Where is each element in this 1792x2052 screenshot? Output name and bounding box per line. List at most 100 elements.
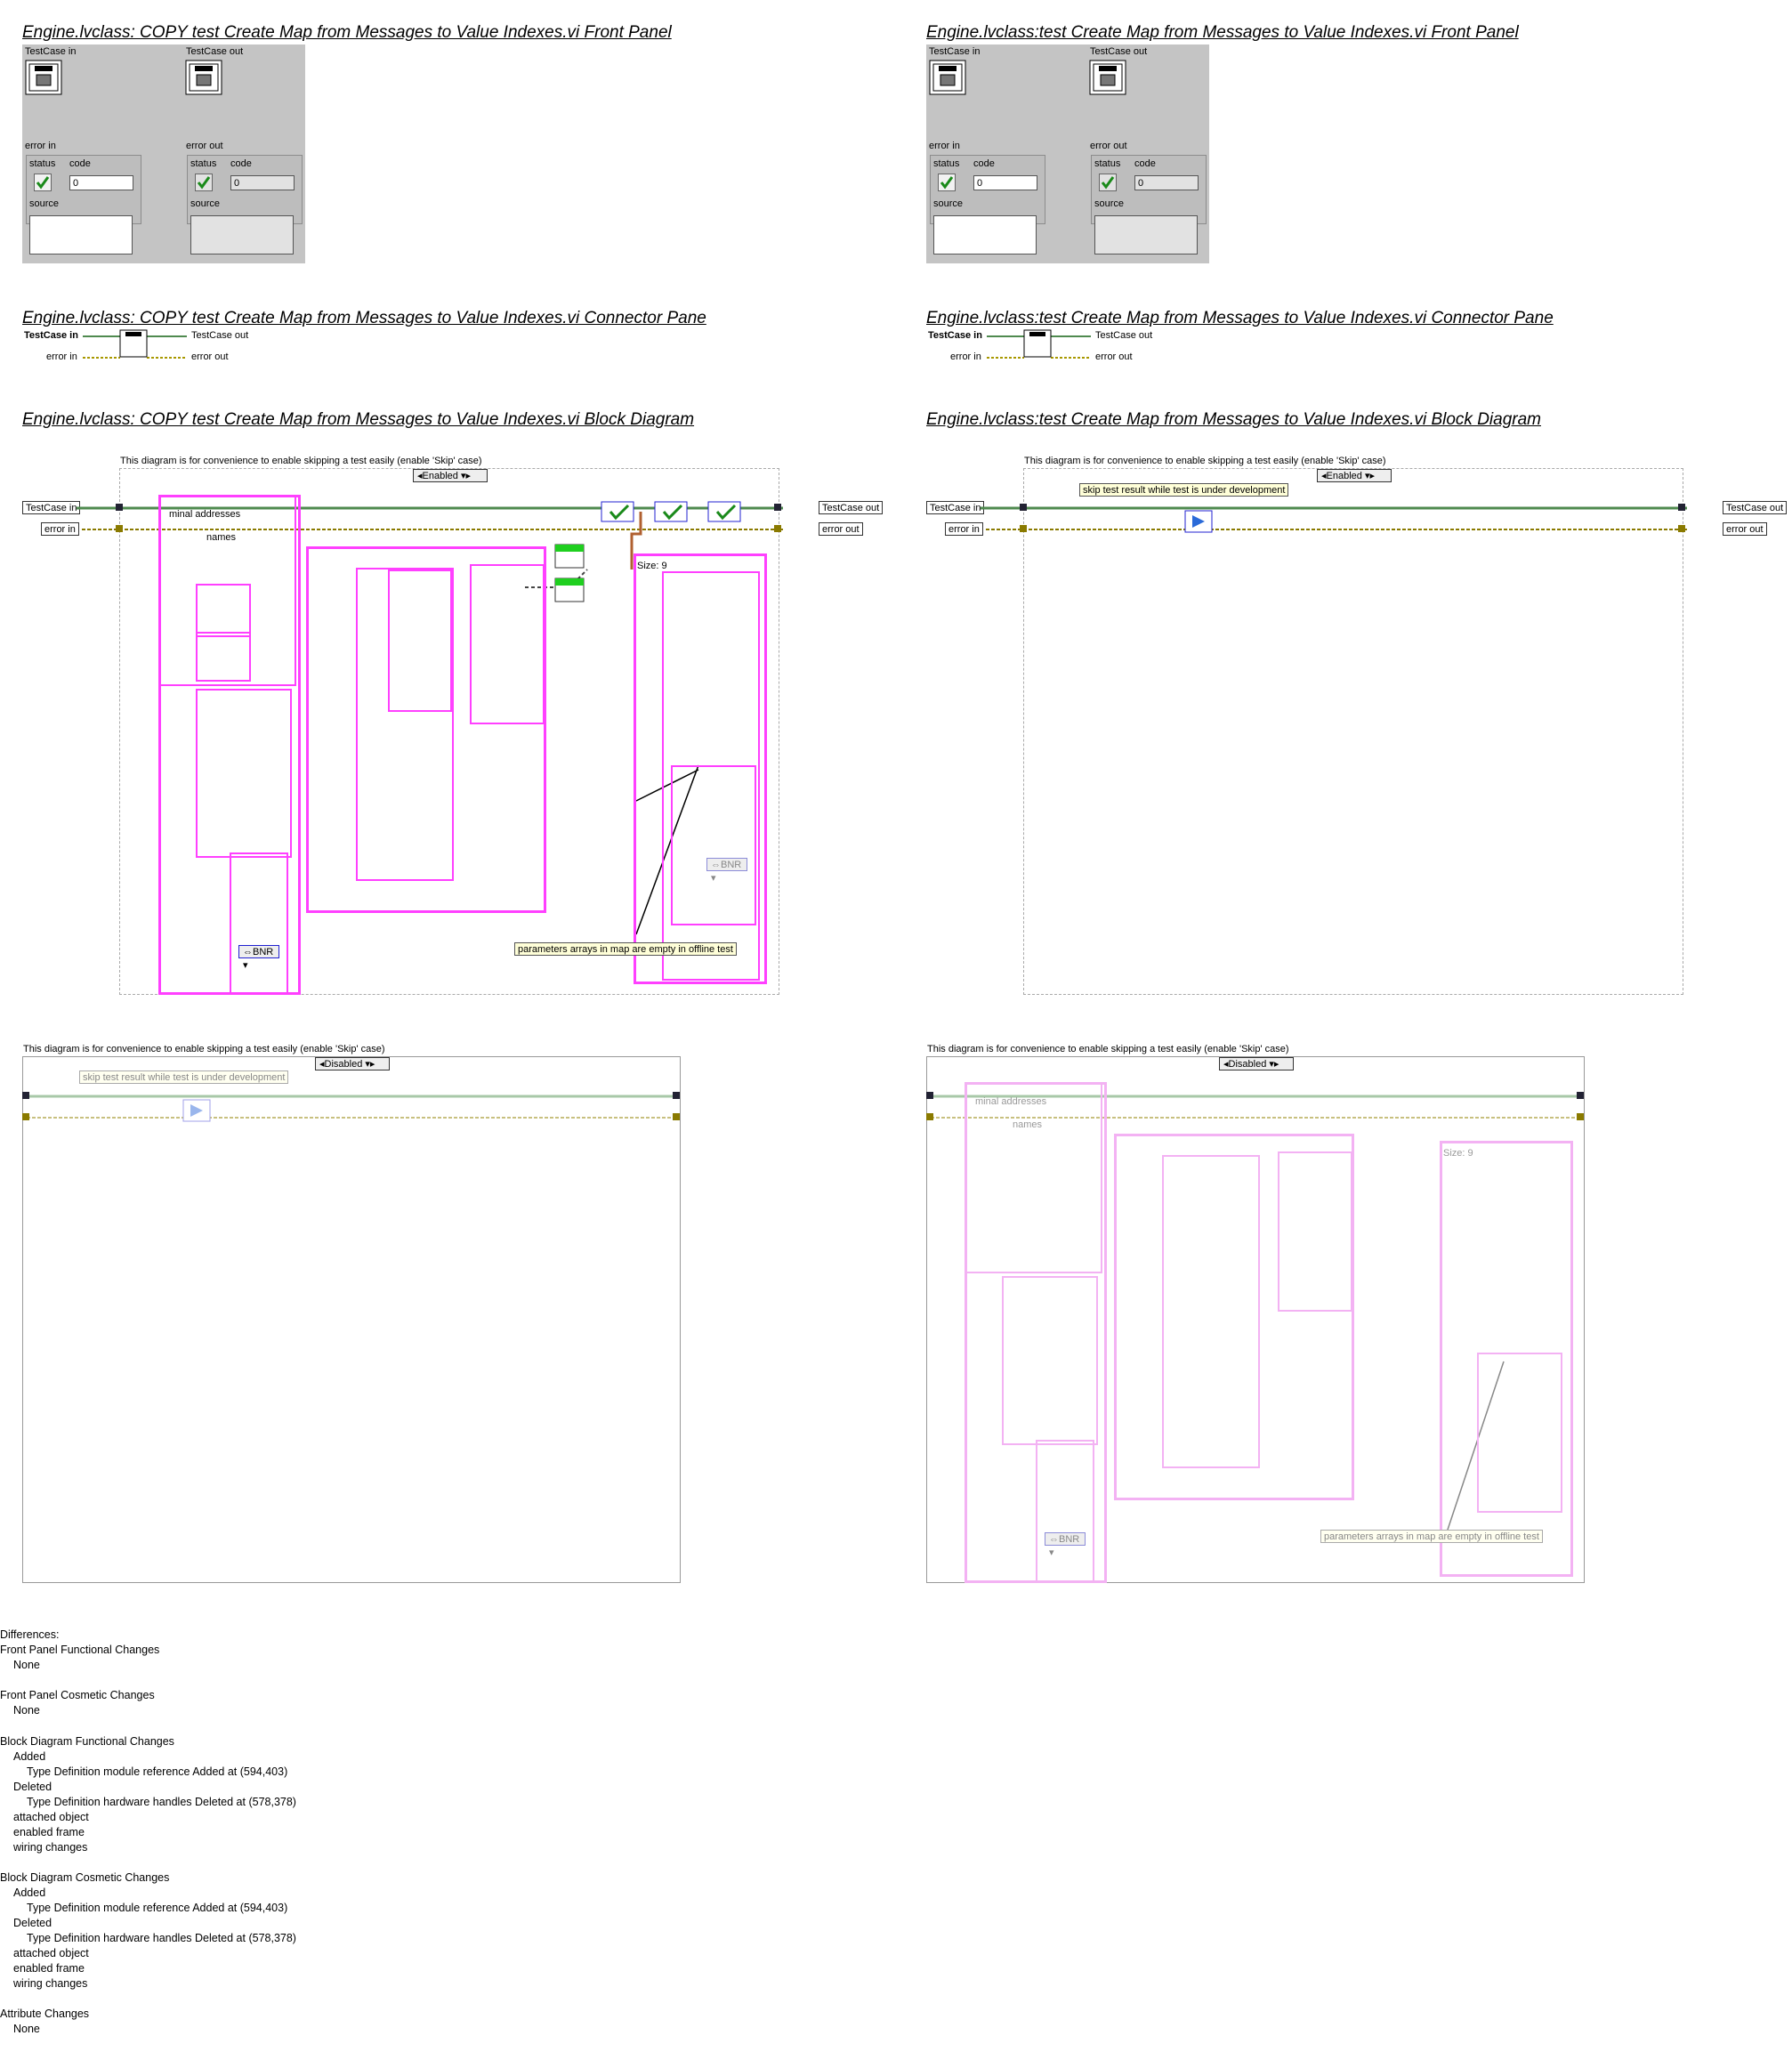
left-disabled-selector[interactable]: ◂Disabled ▾▸ bbox=[315, 1057, 390, 1070]
conn-error-in: error in bbox=[46, 351, 77, 362]
right-testcase-in-terminal[interactable]: TestCase in bbox=[926, 501, 985, 514]
status-checkbox[interactable] bbox=[938, 174, 956, 191]
source-indicator bbox=[1094, 215, 1198, 254]
diff-bd-enabled-frame: enabled frame bbox=[13, 1826, 85, 1838]
conn-testcase-in: TestCase in bbox=[928, 330, 982, 341]
left-testcase-in-terminal[interactable]: TestCase in bbox=[22, 501, 81, 514]
left-diagram-note: This diagram is for convenience to enabl… bbox=[120, 456, 482, 466]
right-error-out-terminal[interactable]: error out bbox=[1723, 522, 1767, 536]
left-disabled-note: This diagram is for convenience to enabl… bbox=[23, 1044, 385, 1054]
selector-value: Disabled bbox=[324, 1059, 363, 1070]
testcase-out-icon bbox=[1089, 60, 1126, 95]
left-inner-frame-b bbox=[388, 570, 452, 712]
bnr-text: BNR bbox=[1059, 1534, 1080, 1545]
left-map-inner-frame bbox=[662, 571, 760, 981]
right-error-in-terminal[interactable]: error in bbox=[945, 522, 983, 536]
testcase-in-icon[interactable] bbox=[928, 59, 969, 98]
right-terminal-addresses-label: minal addresses bbox=[975, 1096, 1046, 1107]
diff-bd-deleted-item: Type Definition hardware handles Deleted… bbox=[27, 1796, 296, 1808]
right-testcase-out-terminal[interactable]: TestCase out bbox=[1723, 501, 1788, 514]
diff-fp-functional: Front Panel Functional Changes bbox=[0, 1644, 160, 1656]
left-block-title: Engine.lvclass: COPY test Create Map fro… bbox=[22, 410, 695, 429]
status-checkbox[interactable] bbox=[34, 174, 52, 191]
conn-testcase-in: TestCase in bbox=[24, 330, 78, 341]
diff-bdc-deleted-item: Type Definition hardware handles Deleted… bbox=[27, 1932, 296, 1944]
source-field[interactable] bbox=[29, 215, 133, 254]
selector-value: Disabled bbox=[1228, 1059, 1267, 1070]
bnr-text: BNR bbox=[253, 947, 274, 957]
diff-fp-cosmetic-value: None bbox=[13, 1704, 40, 1717]
bnr-text: BNR bbox=[721, 860, 742, 870]
error-in-label: error in bbox=[25, 141, 56, 151]
right-faded-cluster-frame-c bbox=[1036, 1440, 1094, 1583]
right-case-selector[interactable]: ◂Enabled ▾▸ bbox=[1317, 469, 1392, 482]
error-out-cluster: status code 0 source bbox=[1091, 155, 1207, 224]
terminal-addresses-text: minal addresses bbox=[975, 1096, 1047, 1107]
left-array-frame-a bbox=[196, 584, 251, 637]
source-field[interactable] bbox=[933, 215, 1037, 254]
left-disabled-structure bbox=[22, 1056, 681, 1583]
left-size-label: Size: 9 bbox=[637, 561, 667, 571]
left-bnr-ring-2[interactable]: ⇔BNR ▾ bbox=[706, 858, 747, 884]
testcase-out-label: TestCase out bbox=[186, 46, 244, 57]
left-map-frame bbox=[634, 553, 767, 984]
left-cluster-frame-c bbox=[230, 852, 288, 995]
right-bnr-ring[interactable]: ⇔BNR ▾ bbox=[1045, 1532, 1086, 1558]
size-text: Size: 9 bbox=[637, 561, 667, 571]
conn-testcase-out: TestCase out bbox=[1095, 330, 1153, 341]
left-cluster-frame-b bbox=[196, 689, 292, 858]
conn-error-out: error out bbox=[191, 351, 229, 362]
left-check-vi-2-icon bbox=[654, 501, 688, 522]
right-connector-pane: TestCase in error in TestCase out error … bbox=[926, 327, 1193, 362]
right-faded-loop-frame bbox=[1114, 1134, 1354, 1500]
diff-fp-functional-value: None bbox=[13, 1659, 40, 1671]
right-disabled-note: This diagram is for convenience to enabl… bbox=[927, 1044, 1289, 1054]
left-cluster-frame-a bbox=[158, 495, 296, 686]
status-label: status bbox=[933, 158, 960, 169]
code-label: code bbox=[1134, 158, 1156, 169]
code-label: code bbox=[230, 158, 252, 169]
right-disabled-selector[interactable]: ◂Disabled ▾▸ bbox=[1219, 1057, 1294, 1070]
testcase-in-icon[interactable] bbox=[24, 59, 65, 98]
left-connector-pane: TestCase in error in TestCase out error … bbox=[22, 327, 289, 362]
right-faded-inner-frame-c bbox=[1278, 1151, 1352, 1312]
left-inner-frame-c bbox=[470, 564, 545, 724]
right-faded-inner-frame-a bbox=[1162, 1155, 1260, 1468]
right-size-label: Size: 9 bbox=[1443, 1148, 1473, 1159]
conn-error-out: error out bbox=[1095, 351, 1133, 362]
right-params-comment: parameters arrays in map are empty in of… bbox=[1320, 1530, 1543, 1543]
diff-bdc-added: Added bbox=[13, 1886, 46, 1899]
code-field[interactable]: 0 bbox=[973, 175, 1037, 190]
left-names-label: names bbox=[206, 532, 236, 543]
left-param-frame bbox=[671, 765, 756, 925]
diff-bd-attached: attached object bbox=[13, 1811, 89, 1823]
left-disabled-skip-comment: skip test result while test is under dev… bbox=[79, 1070, 289, 1084]
right-names-label: names bbox=[1013, 1119, 1042, 1130]
code-label: code bbox=[973, 158, 995, 169]
error-out-label: error out bbox=[186, 141, 223, 151]
left-error-in-terminal[interactable]: error in bbox=[41, 522, 79, 536]
names-text: names bbox=[206, 532, 237, 543]
left-error-out-terminal[interactable]: error out bbox=[819, 522, 863, 536]
left-testcase-out-terminal[interactable]: TestCase out bbox=[819, 501, 884, 514]
code-field[interactable]: 0 bbox=[69, 175, 133, 190]
source-indicator bbox=[190, 215, 294, 254]
right-skip-comment: skip test result while test is under dev… bbox=[1079, 483, 1289, 497]
check-icon bbox=[197, 176, 211, 190]
diff-heading: Differences: bbox=[0, 1628, 60, 1641]
left-diagram-structure bbox=[119, 468, 779, 995]
code-indicator: 0 bbox=[230, 175, 295, 190]
left-msg-to-index-vi-icon bbox=[554, 544, 585, 602]
status-label: status bbox=[190, 158, 217, 169]
right-faded-param-frame bbox=[1477, 1353, 1562, 1513]
diff-bd-cosmetic: Block Diagram Cosmetic Changes bbox=[0, 1871, 170, 1884]
source-label: source bbox=[1094, 198, 1125, 209]
check-icon bbox=[36, 176, 50, 190]
left-terminal-addresses-label: minal addresses bbox=[169, 509, 240, 520]
code-label: code bbox=[69, 158, 91, 169]
left-front-panel-title: Engine.lvclass: COPY test Create Map fro… bbox=[22, 23, 672, 42]
left-bnr-ring[interactable]: ⇔BNR ▾ bbox=[238, 945, 279, 971]
left-case-selector[interactable]: ◂Enabled ▾▸ bbox=[413, 469, 488, 482]
diff-bd-added: Added bbox=[13, 1750, 46, 1763]
right-block-title: Engine.lvclass:test Create Map from Mess… bbox=[926, 410, 1541, 429]
